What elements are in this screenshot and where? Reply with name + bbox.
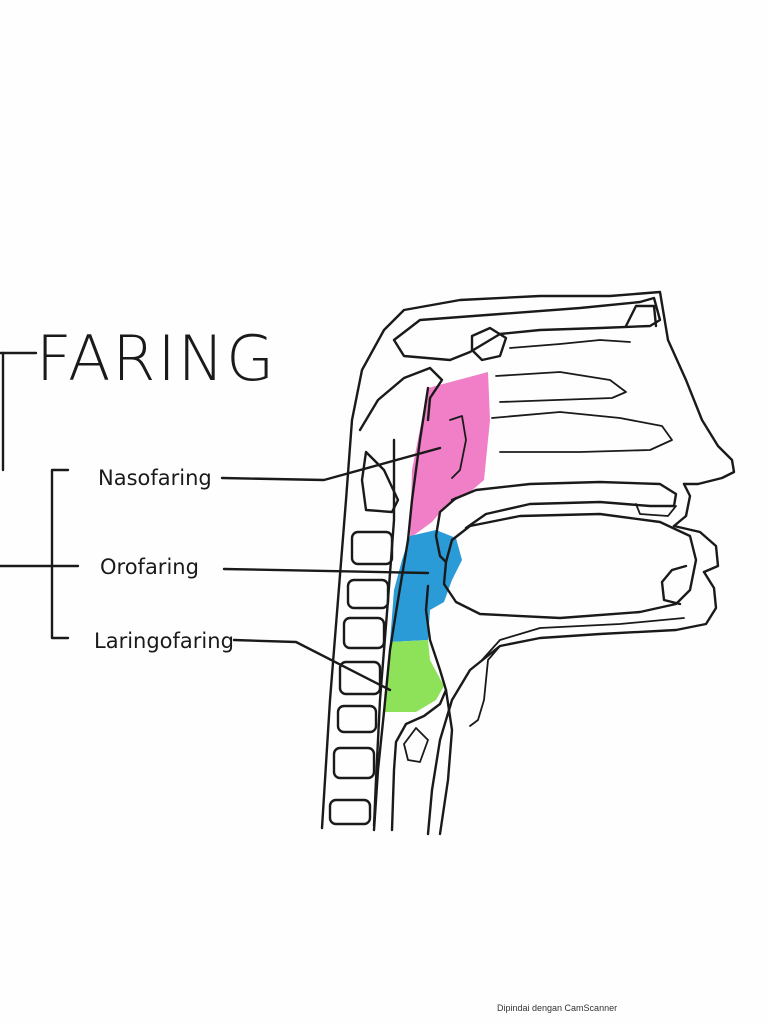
upper-teeth (635, 503, 677, 517)
oropharynx-region (390, 530, 462, 642)
larynx-inner (403, 727, 429, 763)
sublist-bracket (50, 468, 70, 640)
orofaring-leader (222, 567, 430, 575)
laryngopharynx-region (384, 640, 444, 712)
trachea-front (438, 688, 454, 836)
label-nasofaring: Nasofaring (98, 466, 212, 490)
middle-concha (495, 371, 627, 403)
laringofaring-leader (232, 638, 392, 692)
hard-palate (450, 480, 678, 530)
chin (426, 570, 718, 836)
vertebra-c2 (350, 530, 394, 566)
hyoid (469, 645, 501, 727)
superior-concha (509, 339, 631, 349)
label-orofaring: Orofaring (100, 555, 199, 579)
lower-lip (660, 564, 688, 606)
uvula (449, 415, 467, 479)
label-laringofaring: Laringofaring (94, 629, 234, 653)
vertebra-c7 (332, 746, 376, 780)
scanner-watermark: Dipindai dengan CamScanner (497, 1003, 618, 1013)
nasopharynx-region (410, 372, 490, 538)
nasal-cavity (392, 296, 662, 362)
head-outline (320, 290, 736, 830)
nasal-septum-notch (624, 304, 658, 328)
upper-lip (672, 524, 720, 574)
vertebra-t1 (328, 798, 372, 826)
nasofaring-leader (220, 446, 442, 482)
epiglottis (390, 584, 448, 832)
mandible-line (481, 617, 685, 661)
vertebra-c3 (346, 578, 390, 610)
tongue (442, 512, 698, 620)
vertebrae (328, 450, 400, 826)
inferior-concha (491, 411, 673, 453)
vertebra-c6 (336, 704, 378, 734)
vertebra-atlas (360, 450, 400, 514)
pharynx-posterior-wall (372, 386, 430, 832)
sinus (470, 326, 508, 362)
soft-palate (434, 496, 458, 564)
vertebra-c5 (338, 660, 382, 696)
nose-tip (672, 482, 692, 528)
skull-base (358, 366, 444, 432)
page-title: FARING (36, 322, 276, 395)
vertebra-c4 (342, 616, 386, 650)
